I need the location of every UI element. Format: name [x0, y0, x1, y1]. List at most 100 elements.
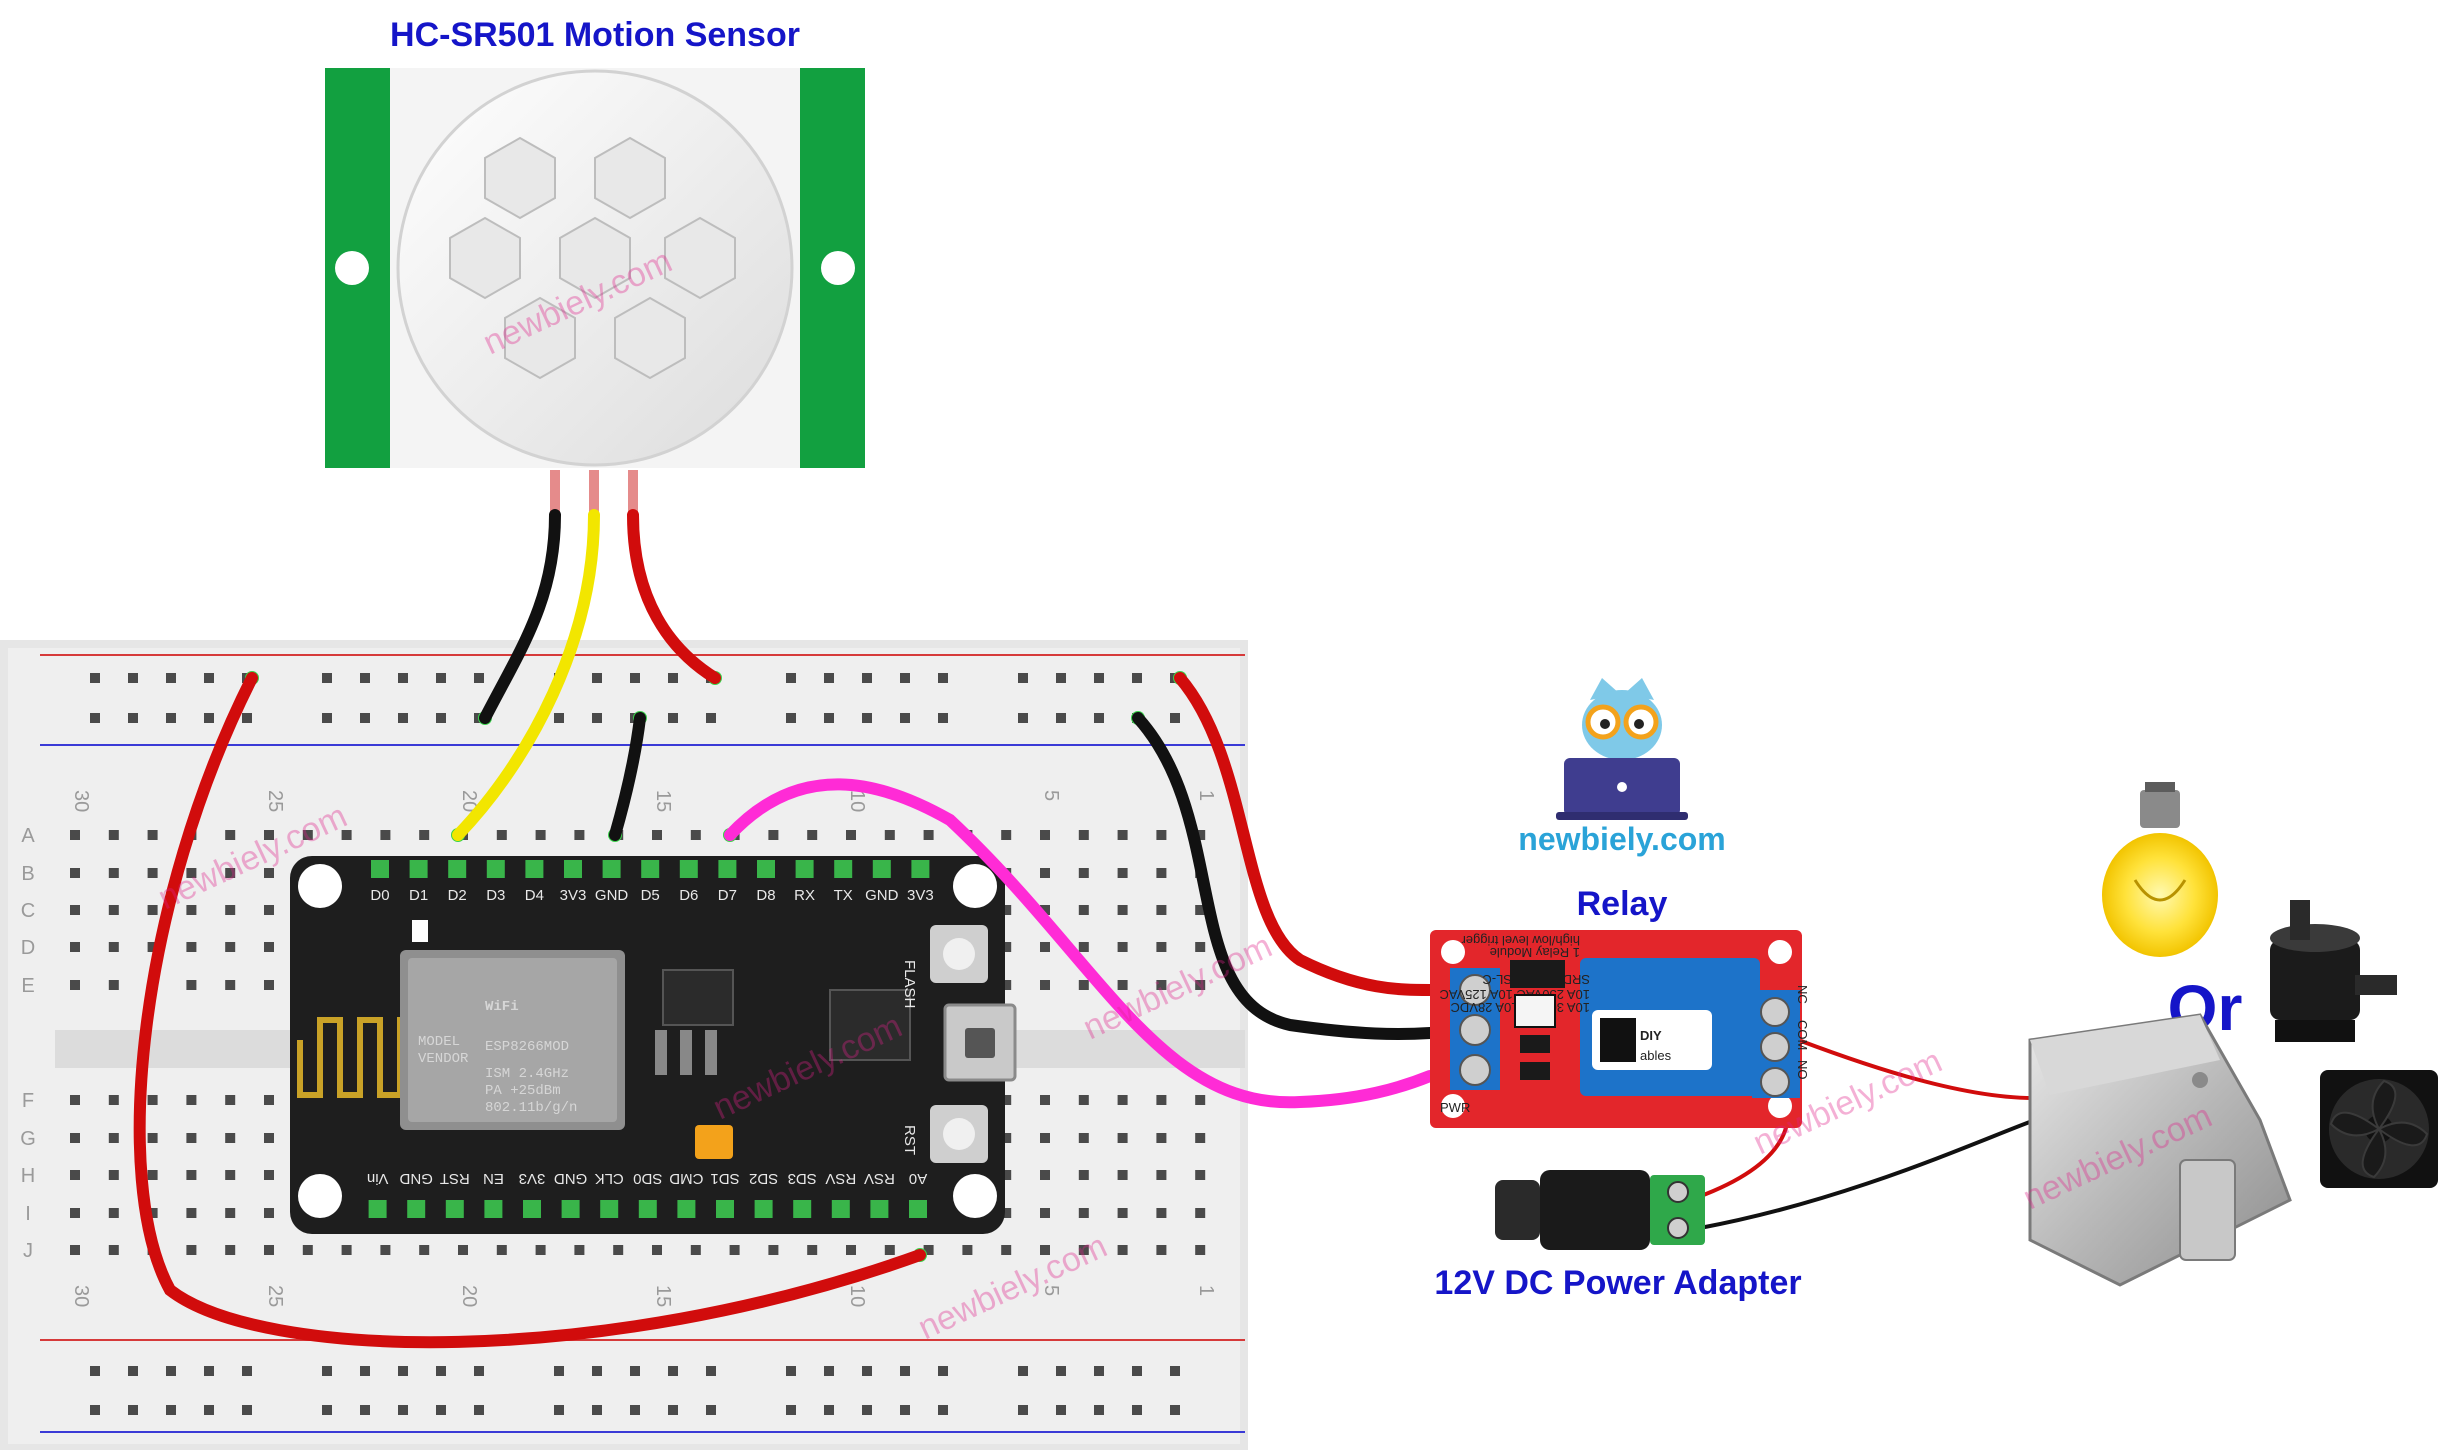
breadboard-hole: [108, 1245, 119, 1255]
breadboard-hole: [923, 830, 934, 840]
breadboard-hole: [1195, 1208, 1206, 1218]
breadboard-hole: [962, 1245, 973, 1255]
sensor-title: HC-SR501 Motion Sensor: [390, 16, 800, 54]
esp-header-pin: [716, 1200, 734, 1218]
breadboard-hole: [706, 1405, 716, 1415]
breadboard-hole: [70, 980, 80, 990]
breadboard-hole: [1040, 980, 1050, 990]
breadboard-hole: [264, 1095, 274, 1105]
breadboard-hole: [496, 830, 507, 840]
breadboard-row-letter: E: [21, 975, 34, 997]
breadboard-hole: [186, 905, 197, 915]
breadboard-hole: [652, 1245, 662, 1255]
breadboard-hole: [884, 830, 895, 840]
breadboard-hole: [592, 1405, 602, 1415]
breadboard-row-letter: I: [25, 1203, 31, 1225]
breadboard-hole: [147, 1170, 158, 1180]
breadboard-hole: [824, 673, 834, 683]
breadboard-hole: [1001, 1208, 1012, 1218]
breadboard-hole: [786, 713, 796, 723]
breadboard-hole: [652, 830, 662, 840]
breadboard-hole: [1117, 1245, 1128, 1255]
breadboard-hole: [108, 1095, 119, 1105]
breadboard-hole: [1117, 1095, 1128, 1105]
breadboard-hole: [1156, 980, 1167, 990]
breadboard-hole: [166, 713, 176, 723]
water-pump-icon: [2270, 900, 2397, 1042]
esp-pin-label: SD0: [633, 1170, 662, 1187]
esp-header-pin: [445, 1200, 464, 1218]
breadboard-hole: [1056, 1405, 1066, 1415]
breadboard-hole: [322, 713, 332, 723]
breadboard-row-letter: F: [22, 1090, 34, 1112]
breadboard-hole: [225, 942, 236, 952]
breadboard-hole: [1056, 673, 1066, 683]
esp-header-pin: [795, 860, 814, 878]
wire-relay-gnd: [1132, 712, 1436, 1041]
breadboard-hole: [186, 942, 197, 952]
breadboard-hole: [128, 713, 138, 723]
breadboard-hole: [108, 905, 119, 915]
esp-pin-label: D4: [525, 887, 544, 904]
breadboard-hole: [1117, 830, 1128, 840]
breadboard-hole: [824, 1366, 834, 1376]
breadboard-hole: [923, 1245, 934, 1255]
breadboard-hole: [242, 713, 252, 723]
breadboard-hole: [225, 905, 236, 915]
breadboard-hole: [1040, 942, 1050, 952]
breadboard-hole: [360, 673, 370, 683]
esp-pin-label: D3: [486, 887, 505, 904]
breadboard-hole: [458, 1245, 468, 1255]
breadboard-hole: [360, 1366, 370, 1376]
breadboard-hole: [108, 1170, 119, 1180]
breadboard-hole: [1156, 1208, 1167, 1218]
esp-header-pin: [870, 1200, 889, 1218]
breadboard-hole: [1001, 1245, 1012, 1255]
breadboard-hole: [1117, 1133, 1128, 1143]
esp-pin-label: D7: [718, 887, 737, 904]
wire-sensor-gnd: [479, 509, 561, 724]
breadboard-hole: [360, 1405, 370, 1415]
breadboard-column-number: 15: [652, 1285, 674, 1307]
breadboard-hole: [264, 980, 274, 990]
breadboard-hole: [1001, 1170, 1012, 1180]
rst-label: RST: [901, 1125, 918, 1155]
esp-header-pin: [641, 860, 660, 878]
fan-icon: [2320, 1070, 2438, 1188]
breadboard-hole: [592, 673, 602, 683]
breadboard-hole: [302, 830, 313, 840]
breadboard-hole: [786, 1405, 796, 1415]
breadboard-hole: [1132, 673, 1142, 683]
breadboard-column-number: 10: [846, 790, 868, 812]
esp-pin-label: RX: [794, 887, 815, 904]
breadboard-hole: [1117, 868, 1128, 878]
breadboard-hole: [70, 942, 80, 952]
breadboard-hole: [1040, 868, 1050, 878]
breadboard-hole: [419, 1245, 430, 1255]
breadboard-hole: [1078, 1095, 1089, 1105]
breadboard-hole: [108, 980, 119, 990]
esp-header-pin: [448, 860, 467, 878]
breadboard-hole: [1195, 1245, 1206, 1255]
breadboard-hole: [474, 1405, 484, 1415]
breadboard-hole: [496, 1245, 507, 1255]
breadboard-hole: [70, 1208, 80, 1218]
breadboard-hole: [862, 1366, 872, 1376]
breadboard-hole: [1156, 1245, 1167, 1255]
breadboard-hole: [108, 942, 119, 952]
wifi-logo-text: WiFi: [485, 999, 519, 1015]
breadboard-hole: [1117, 1208, 1128, 1218]
module-std-label: 802.11b/g/n: [485, 1100, 577, 1116]
breadboard-hole: [1078, 1208, 1089, 1218]
breadboard-hole: [186, 1095, 197, 1105]
breadboard-hole: [225, 1133, 236, 1143]
breadboard-hole: [807, 1245, 818, 1255]
breadboard-hole: [147, 905, 158, 915]
breadboard-hole: [1056, 1366, 1066, 1376]
esp-pin-label: GND: [595, 887, 629, 904]
breadboard-hole: [341, 830, 352, 840]
module-ism-label: ISM 2.4GHz: [485, 1066, 569, 1082]
esp-pin-label: 3V3: [560, 887, 587, 904]
breadboard-hole: [1001, 942, 1012, 952]
breadboard-hole: [1018, 1366, 1028, 1376]
